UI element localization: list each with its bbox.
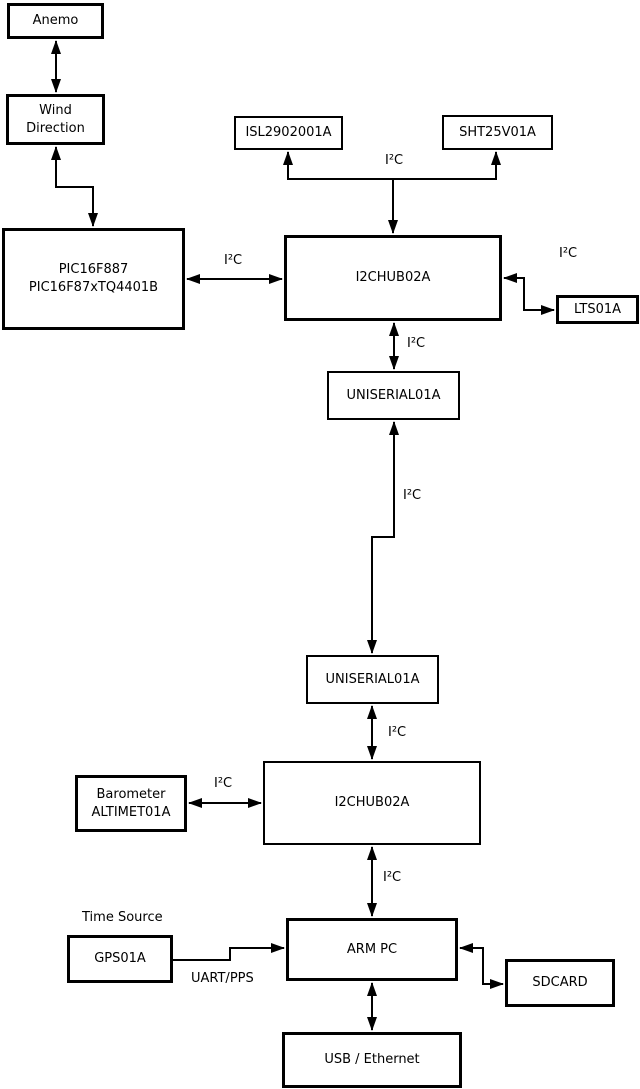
edge-label-i2c-hub2-armpc: I²C: [383, 870, 402, 885]
node-barometer-label: Barometer ALTIMET01A: [91, 786, 171, 820]
node-usb-ethernet-label: USB / Ethernet: [324, 1052, 420, 1068]
node-gps: GPS01A: [67, 935, 173, 983]
edge-i2chub-top-lts: [503, 273, 555, 315]
node-i2c-hub-top: I2CHUB02A: [284, 235, 502, 321]
node-uniserial-bottom: UNISERIAL01A: [306, 655, 439, 704]
node-pic-microcontroller: PIC16F887 PIC16F87xTQ4401B: [2, 228, 185, 330]
node-i2c-hub-bottom-label: I2CHUB02A: [334, 795, 410, 811]
edge-label-i2c-hub-lts: I²C: [559, 246, 578, 261]
edge-label-i2c-hub-uniserial: I²C: [407, 336, 426, 351]
edge-label-i2c-barometer-hub2: I²C: [214, 776, 233, 791]
edge-gps-armpc: [173, 943, 285, 961]
edge-label-i2c-uniserial-link: I²C: [403, 488, 422, 503]
edge-label-i2c-sensor-bus: I²C: [385, 153, 404, 168]
node-uniserial-top-label: UNISERIAL01A: [346, 387, 441, 403]
node-lts-temperature-sensor-label: LTS01A: [573, 301, 622, 317]
annotation-time-source: Time Source: [82, 910, 163, 925]
edge-armpc-sdcard: [459, 943, 504, 989]
node-i2c-hub-bottom: I2CHUB02A: [263, 761, 481, 845]
node-uniserial-bottom-label: UNISERIAL01A: [325, 671, 420, 687]
node-arm-pc-label: ARM PC: [346, 941, 398, 957]
node-lts-temperature-sensor: LTS01A: [556, 295, 639, 324]
edge-label-i2c-uniserial-hub2: I²C: [388, 725, 407, 740]
node-gps-label: GPS01A: [94, 951, 146, 967]
node-i2c-hub-top-label: I2CHUB02A: [355, 270, 431, 286]
node-isl-light-sensor-label: ISL2902001A: [245, 125, 332, 141]
node-sht-humidity-sensor: SHT25V01A: [442, 115, 553, 150]
node-barometer: Barometer ALTIMET01A: [75, 775, 187, 832]
node-anemometer-label: Anemo: [32, 13, 79, 29]
node-wind-direction-label: Wind Direction: [26, 102, 85, 136]
node-uniserial-top: UNISERIAL01A: [327, 371, 460, 420]
edge-label-uart-pps: UART/PPS: [191, 971, 254, 986]
node-sht-humidity-sensor-label: SHT25V01A: [459, 124, 536, 140]
node-arm-pc: ARM PC: [286, 918, 458, 981]
node-wind-direction: Wind Direction: [6, 94, 105, 145]
node-isl-light-sensor: ISL2902001A: [234, 116, 343, 150]
node-anemometer: Anemo: [7, 3, 104, 39]
edge-uniserial-top-uniserial-bottom: [367, 421, 399, 654]
node-pic-microcontroller-label: PIC16F887 PIC16F87xTQ4401B: [28, 262, 159, 295]
node-sdcard-label: SDCARD: [532, 975, 588, 991]
edge-wind-pic: [51, 146, 98, 227]
node-usb-ethernet: USB / Ethernet: [282, 1032, 462, 1088]
edge-label-i2c-pic-hub: I²C: [224, 253, 243, 268]
node-sdcard: SDCARD: [505, 959, 615, 1007]
